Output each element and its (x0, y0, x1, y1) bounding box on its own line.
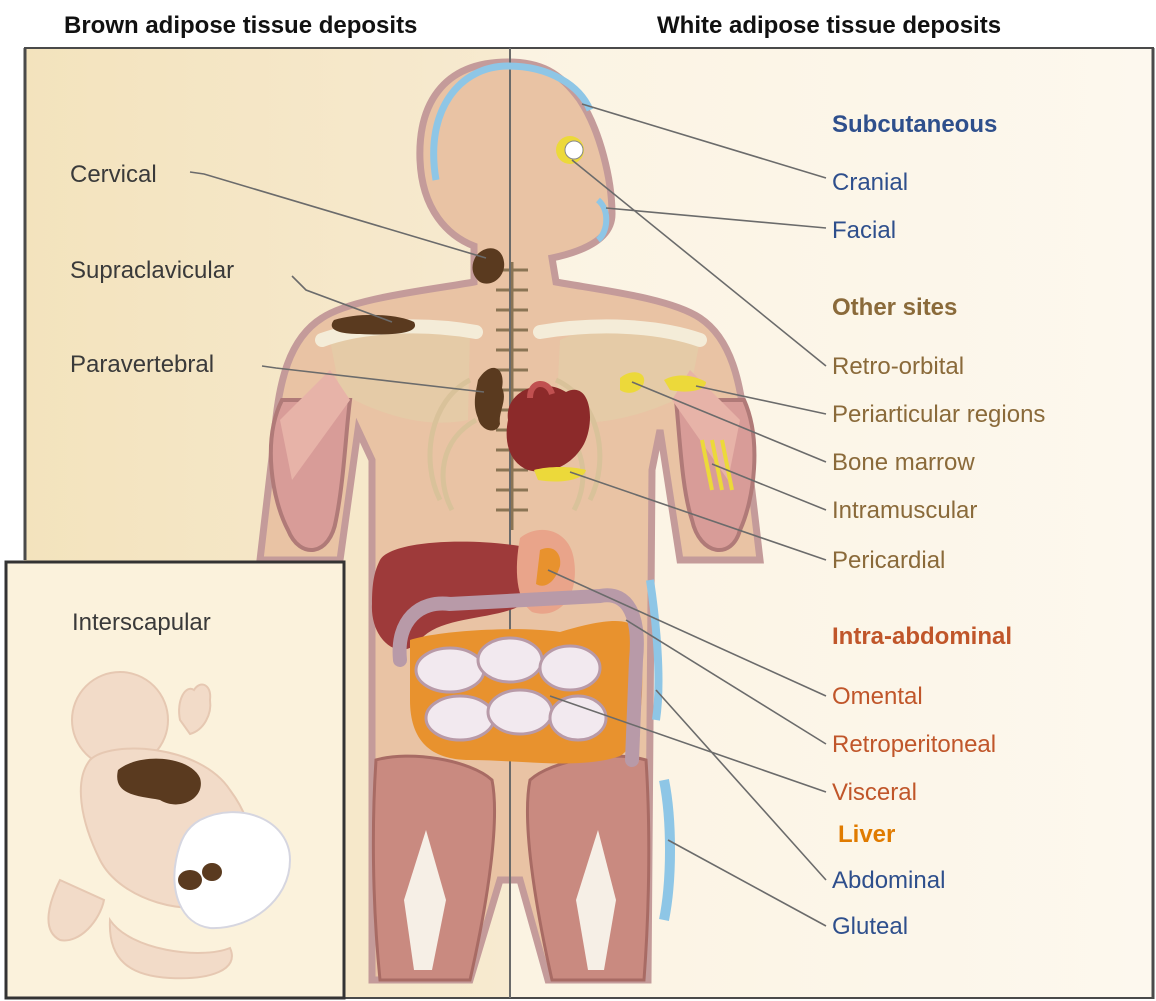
label-retroperitoneal: Retroperitoneal (832, 731, 996, 758)
label-supraclavicular: Supraclavicular (70, 257, 234, 284)
eye (565, 141, 583, 159)
label-interscapular: Interscapular (72, 609, 211, 636)
label-visceral: Visceral (832, 779, 917, 806)
section-subcutaneous: Subcutaneous (832, 111, 997, 138)
interscapular-inset: Interscapular (6, 562, 344, 998)
infant-brown-fat-dot-1 (178, 870, 202, 890)
infant-brown-fat-dot-2 (202, 863, 222, 881)
label-gluteal: Gluteal (832, 913, 908, 940)
label-liver: Liver (838, 821, 895, 848)
label-periarticular: Periarticular regions (832, 401, 1045, 428)
label-intramuscular: Intramuscular (832, 497, 977, 524)
label-abdominal: Abdominal (832, 867, 945, 894)
label-retro-orbital: Retro-orbital (832, 353, 964, 380)
section-other-sites: Other sites (832, 294, 957, 321)
label-cranial: Cranial (832, 169, 908, 196)
section-intra-abdominal: Intra-abdominal (832, 623, 1012, 650)
label-pericardial: Pericardial (832, 547, 945, 574)
label-bone-marrow: Bone marrow (832, 449, 975, 476)
label-facial: Facial (832, 217, 896, 244)
label-cervical: Cervical (70, 161, 157, 188)
label-paravertebral: Paravertebral (70, 351, 214, 378)
label-omental: Omental (832, 683, 923, 710)
